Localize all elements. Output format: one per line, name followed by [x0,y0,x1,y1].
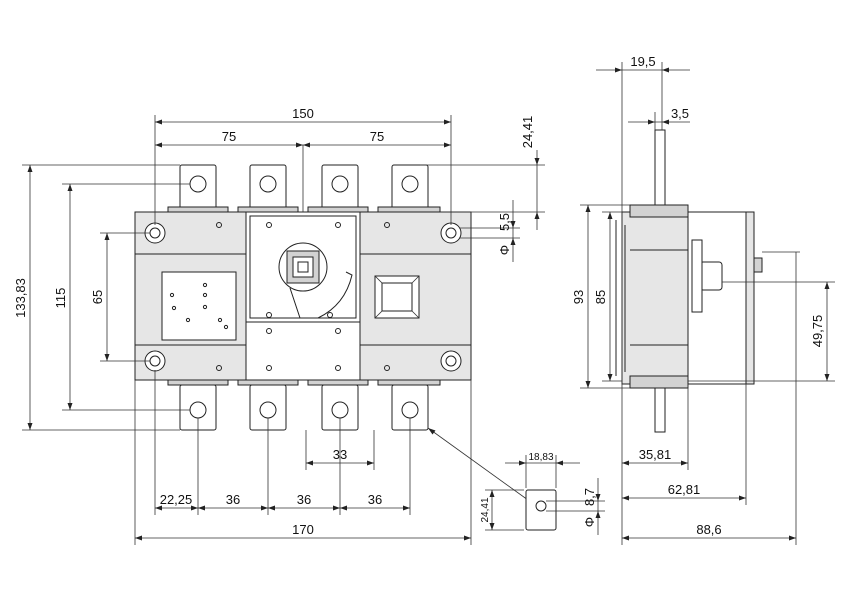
dim-36-c: 36 [368,492,382,507]
small-screws [216,222,390,371]
dim-33: 33 [333,447,347,462]
shaft-top [654,129,666,211]
dim-150: 150 [292,106,314,121]
dim-65: 65 [90,290,105,304]
dim-115: 115 [53,288,68,309]
dim-36-a: 36 [226,492,240,507]
dim-18-83: 18,83 [528,452,553,463]
indicator-window [374,275,420,319]
dim-24-41-detail: 24,41 [480,497,491,522]
dim-49-75: 49,75 [810,315,825,348]
dimension-labels: 150 75 75 24,41 5,5 Φ 133,83 115 65 33 2… [13,54,825,537]
dim-88-6: 88,6 [696,522,721,537]
dim-8-7: 8,7 [582,488,597,506]
handle-arm [289,271,353,319]
dim-3-5: 3,5 [671,106,689,121]
dim-5-5: 5,5 [497,213,512,231]
label-plate [161,271,237,341]
dim-170: 170 [292,522,314,537]
dim-75-right: 75 [370,129,384,144]
shaft-bottom [654,381,666,433]
front-view [134,164,472,431]
dim-24-41-top: 24,41 [520,116,535,149]
dim-phi-detail: Φ [582,517,597,527]
side-view [615,129,763,433]
front-dimension-lines [22,115,545,545]
dim-35-81: 35,81 [639,447,672,462]
dim-133-83: 133,83 [13,278,28,318]
dim-62-81: 62,81 [668,482,701,497]
side-dimension-lines [580,62,835,545]
rotary-hub [278,242,328,292]
dim-phi-top: Φ [497,245,512,255]
top-terminals [179,164,429,211]
dim-75-left: 75 [222,129,236,144]
dim-93: 93 [571,290,586,304]
bottom-terminals [179,384,429,431]
dim-22-25: 22,25 [160,492,193,507]
dim-19-5: 19,5 [630,54,655,69]
dim-36-b: 36 [297,492,311,507]
dim-85: 85 [593,290,608,304]
terminal-detail [485,455,605,535]
